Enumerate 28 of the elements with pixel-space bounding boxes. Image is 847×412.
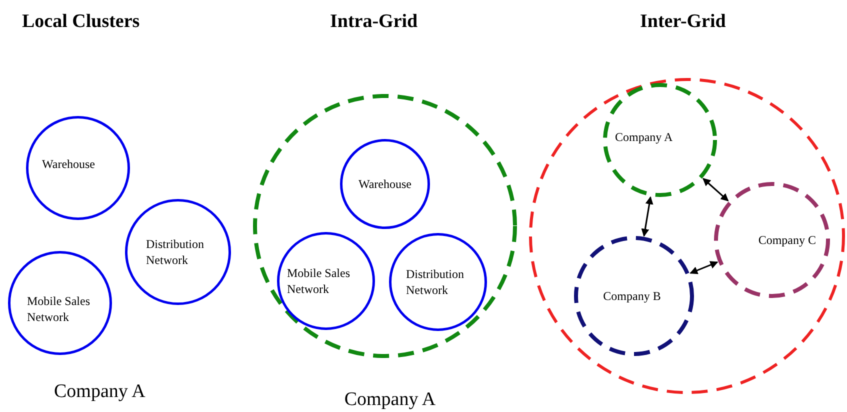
node-label: Warehouse [42,156,96,172]
circle-node [125,199,231,305]
section-heading: Inter-Grid [640,10,726,34]
circle-node [8,251,112,355]
circle-node [389,233,487,331]
circle-node [26,116,130,220]
double-arrow [702,178,729,202]
node-label: Company A [615,129,673,145]
group-caption: Company A [54,380,146,404]
dashed-circle [603,83,717,197]
node-label: Mobile Sales Network [27,293,91,325]
node-label: Company C [758,232,816,248]
dashed-circle [574,236,694,356]
node-label: Distribution Network [406,266,466,298]
node-label: Warehouse [358,176,412,192]
node-label: Distribution Network [146,236,206,268]
section-heading: Local Clusters [22,10,140,34]
section-heading: Intra-Grid [330,10,418,34]
node-label: Mobile Sales Network [287,265,351,297]
dashed-circle [529,78,845,394]
dashed-circle [253,94,517,358]
node-label: Company B [603,288,661,304]
dashed-circle [714,182,830,298]
circle-node [340,139,430,229]
circle-node [277,232,375,330]
double-arrow [690,261,718,274]
group-caption: Company A [344,388,436,412]
double-arrow [641,196,654,237]
